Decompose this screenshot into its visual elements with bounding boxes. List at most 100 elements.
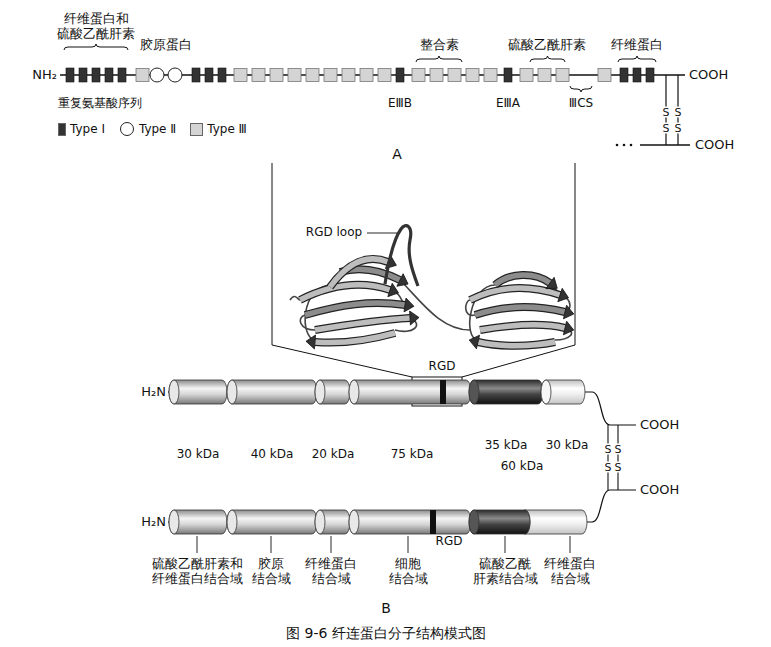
terminus-label: H₂N <box>141 385 166 400</box>
loop-label: RGD loop <box>306 226 362 240</box>
terminus-label: H₂N <box>141 515 166 530</box>
chain-line <box>592 490 636 522</box>
beta-strand-outline <box>478 342 555 346</box>
bracket <box>416 56 462 62</box>
disulfide-s: S <box>674 123 683 134</box>
type-i-module <box>105 68 113 82</box>
type-i-module <box>396 68 404 82</box>
legend-text: Type Ⅱ <box>139 122 176 136</box>
inset-frame-line <box>272 163 412 377</box>
beta-strand <box>478 342 555 346</box>
bracket <box>570 86 592 92</box>
type-iii-module <box>520 69 533 82</box>
beta-strand-outline <box>305 303 405 315</box>
legend-circle-sample <box>119 121 135 137</box>
motif-label: RGD <box>436 535 463 549</box>
domain-cylinder <box>169 510 227 534</box>
mass-label: 40 kDa <box>251 448 294 462</box>
beta-strand <box>300 285 390 300</box>
domain-cylinder <box>469 510 530 534</box>
mass-label: 60 kDa <box>501 460 544 474</box>
beta-strand-outline <box>475 307 565 315</box>
type-i-module <box>192 68 200 82</box>
ellipsis-dot <box>623 144 626 147</box>
legend: Type Ⅰ Type Ⅱ Type Ⅲ <box>58 121 261 137</box>
domain-cylinder <box>227 510 317 534</box>
legend-swatch <box>190 123 203 136</box>
type-i-module <box>118 68 126 82</box>
cylinder-face <box>227 510 237 534</box>
type-i-module <box>66 68 74 82</box>
type-iii-module <box>538 69 551 82</box>
type-iii-module <box>252 69 265 82</box>
beta-strand-outline <box>300 285 390 300</box>
cylinder-face <box>169 380 179 404</box>
type-iii-module <box>234 69 247 82</box>
leader-line <box>197 536 198 553</box>
module-label: EⅢB <box>388 97 412 111</box>
domain-cylinder <box>315 510 350 534</box>
beta-strand-arrowhead <box>546 277 557 288</box>
panel-letter: A <box>392 146 402 162</box>
type-i-module <box>79 68 87 82</box>
legend-text: Type Ⅲ <box>207 122 247 136</box>
legend-item: Type Ⅰ <box>58 122 105 136</box>
cylinder-face <box>349 510 359 534</box>
disulfide-s: S <box>674 107 683 118</box>
domain-cylinder <box>469 380 543 404</box>
beta-strand-arrowhead <box>410 311 419 325</box>
type-iii-module <box>484 69 497 82</box>
beta-strand <box>305 303 405 315</box>
type-iii-module <box>306 69 319 82</box>
rgd-loop <box>385 226 418 286</box>
cylinder-face <box>469 380 479 404</box>
module-label: ⅢCS <box>569 97 593 111</box>
leader-line <box>408 536 409 553</box>
legend-heading: 重复氨基酸序列 <box>58 97 142 111</box>
chain-line <box>592 392 636 425</box>
legend-item: Type Ⅲ <box>190 122 247 136</box>
disulfide-s: S <box>662 123 671 134</box>
beta-strand-outline <box>495 275 550 285</box>
domain-label: 纤维蛋白 结合域 <box>544 557 596 587</box>
beta-strand <box>315 333 395 343</box>
ellipsis-dot <box>630 144 633 147</box>
terminus-label: NH₂ <box>32 68 57 83</box>
beta-strand-arrowhead <box>558 288 569 301</box>
domain-label: 硫酸乙酰 肝素结合域 <box>473 557 538 587</box>
beta-strand-outline <box>315 318 410 330</box>
type-ii-module <box>168 68 182 82</box>
type-iii-module <box>448 69 461 82</box>
beta-strand-arrowhead <box>563 321 573 335</box>
disulfide-line <box>617 425 618 490</box>
binding-region-label: 纤维蛋白和 硫酸乙酰肝素 <box>57 12 135 42</box>
beta-strand-outline <box>480 325 565 330</box>
type-i-module <box>646 68 654 82</box>
type-i-module <box>92 68 100 82</box>
rgd-band <box>430 510 436 534</box>
type-iii-module <box>598 69 611 82</box>
type-ii-sample <box>120 123 133 136</box>
domain-cylinder <box>315 380 350 404</box>
cylinder-face <box>169 510 179 534</box>
cylinder-face <box>227 380 237 404</box>
type-i-module <box>620 68 628 82</box>
bracket <box>618 56 656 62</box>
rgd-band <box>440 380 446 404</box>
type-ii-module <box>150 68 164 82</box>
binding-region-label: 胶原蛋白 <box>140 38 192 53</box>
mass-label: 35 kDa <box>485 439 528 453</box>
domain-label: 硫酸乙酰肝素和 纤维蛋白结合域 <box>152 557 243 587</box>
module-label: EⅢA <box>496 97 520 111</box>
leader-line <box>570 536 571 553</box>
bracket <box>530 56 565 62</box>
legend-text: Type Ⅰ <box>70 122 105 136</box>
domain-label: 胶原 结合域 <box>252 557 291 587</box>
beta-strand <box>470 288 560 300</box>
beta-strand-arrowhead <box>397 274 408 287</box>
domain-label: 纤维蛋白 结合域 <box>305 557 357 587</box>
beta-strand-outline <box>315 333 395 343</box>
inset-frame-line <box>462 163 575 377</box>
leader-line <box>331 536 332 553</box>
type-i-module <box>633 68 641 82</box>
